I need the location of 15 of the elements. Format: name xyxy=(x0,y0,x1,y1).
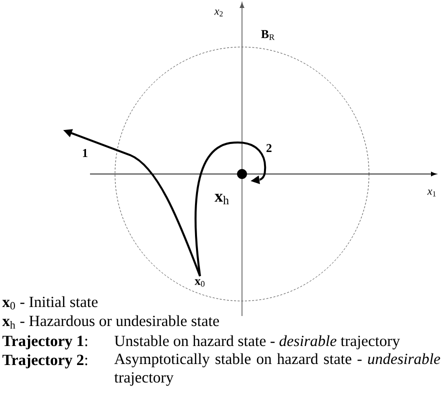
key-text: Asymptotically stable on hazard state - undesirable trajectory xyxy=(114,353,440,386)
point-dot xyxy=(237,169,247,179)
trajectory-arrow xyxy=(194,141,266,276)
key-text: x$_{0}$ - Initial state xyxy=(2,296,98,310)
circle-label: B$_{R}$ xyxy=(261,30,275,40)
key-term: Trajectory 2: xyxy=(2,354,88,368)
axis-label: x$_{1}$ xyxy=(427,190,436,196)
key-text: Unstable on hazard state - desirable trajectory xyxy=(114,335,400,350)
edge-label: 2 xyxy=(266,144,272,152)
key-term: Trajectory 1: xyxy=(2,335,88,350)
edge-label: 1 xyxy=(82,149,88,157)
key-text: x$_{h}$ - Hazardous or undesirable state xyxy=(2,315,219,329)
axis-label: x$_{2}$ xyxy=(214,10,223,16)
point-label: x$_{h}$ xyxy=(214,194,229,204)
point-label: x$_{0}$ xyxy=(194,279,205,287)
